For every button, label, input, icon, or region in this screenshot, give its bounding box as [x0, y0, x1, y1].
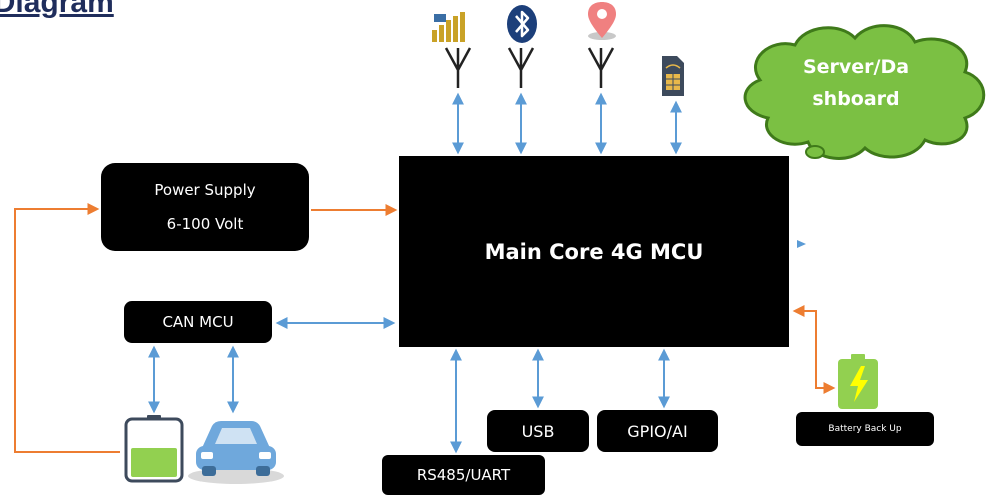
- diagram-title: ck Diagram: [0, 0, 114, 19]
- server-dashboard-label: Server/Da shboard: [756, 51, 956, 115]
- antenna-icon: [587, 47, 615, 88]
- antenna-icon: [444, 47, 472, 88]
- usb-label: USB: [521, 421, 555, 441]
- arrow-battery-backup-to-core: [792, 305, 836, 394]
- arrow-battery-loop-to-power: [14, 203, 120, 453]
- antenna-icon: [507, 47, 535, 88]
- battery-backup-label: Battery Back Up: [828, 424, 902, 434]
- main-core-label: Main Core 4G MCU: [484, 239, 704, 264]
- bluetooth-icon: [507, 5, 537, 43]
- arrow-server-to-core: [797, 240, 806, 248]
- battery-icon: [124, 415, 184, 483]
- backup-battery-icon: [838, 354, 878, 409]
- main-core-mcu: Main Core 4G MCU: [399, 156, 789, 347]
- cellular-signal-icon: [432, 12, 465, 42]
- cloud-shape: [743, 24, 986, 160]
- server-label-line1: Server/Da: [802, 56, 910, 78]
- car-icon: [188, 421, 284, 484]
- gpio-box: GPIO/AI: [597, 410, 718, 452]
- power-supply-title: Power Supply: [154, 181, 256, 199]
- gpio-label: GPIO/AI: [627, 421, 688, 441]
- sim-card-icon: [662, 56, 684, 96]
- rs485-label: RS485/UART: [416, 466, 511, 484]
- can-mcu-label: CAN MCU: [162, 313, 234, 331]
- usb-box: USB: [487, 410, 589, 452]
- rs485-box: RS485/UART: [382, 455, 545, 495]
- power-supply-voltage: 6-100 Volt: [166, 215, 244, 233]
- location-pin-icon: [588, 2, 616, 40]
- server-label-line2: shboard: [812, 88, 900, 110]
- can-mcu-box: CAN MCU: [124, 301, 272, 343]
- power-supply-box: Power Supply 6-100 Volt: [101, 163, 309, 251]
- battery-backup-box: Battery Back Up: [796, 412, 934, 446]
